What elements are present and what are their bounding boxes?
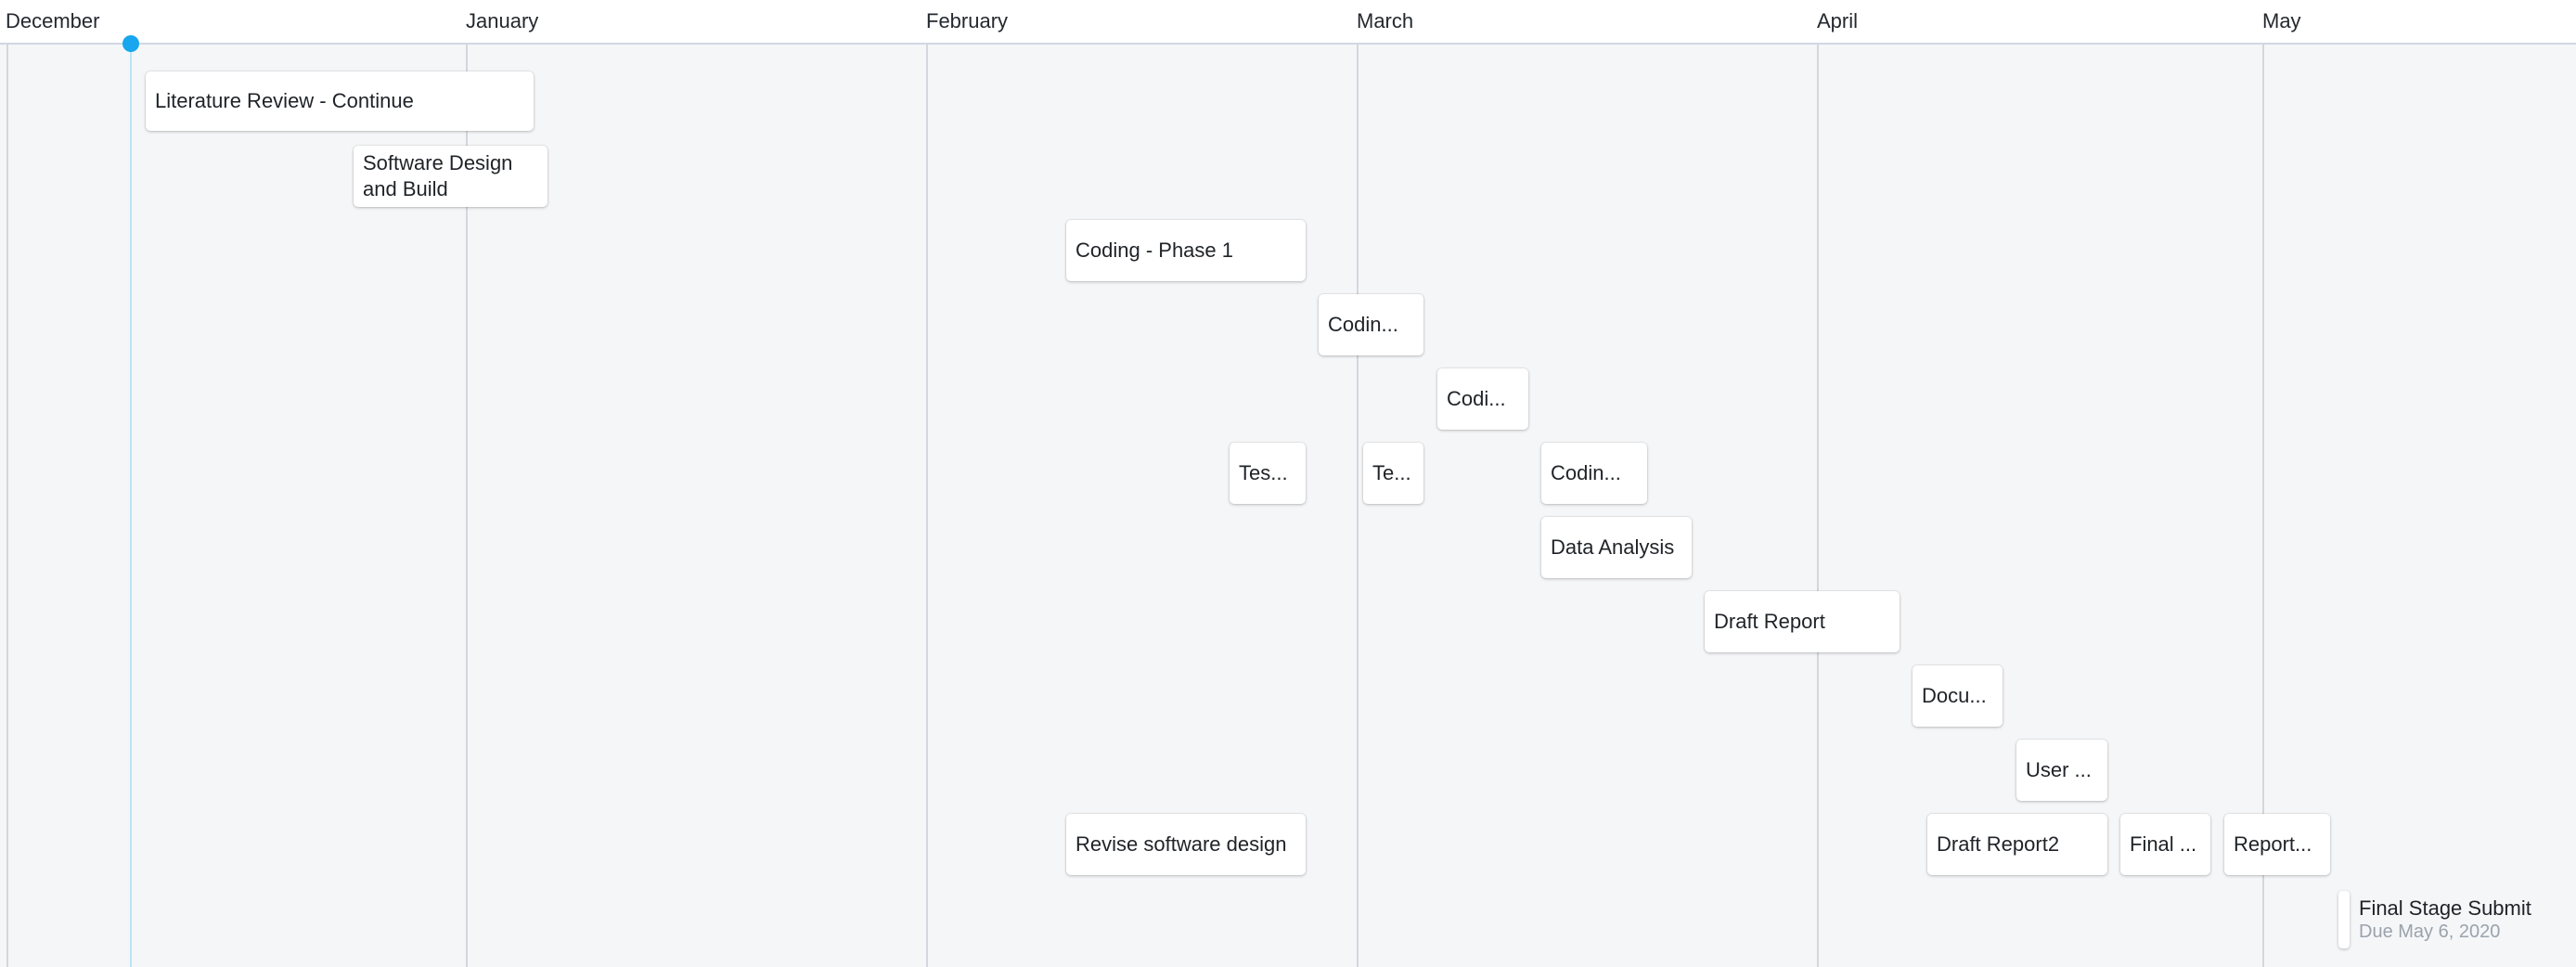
- task-card-revise-software-design[interactable]: Revise software design: [1066, 814, 1306, 875]
- task-card-data-analysis[interactable]: Data Analysis: [1541, 517, 1692, 578]
- task-card-coding-phase-1[interactable]: Coding - Phase 1: [1066, 220, 1306, 281]
- task-card-documentation[interactable]: Docu...: [1913, 665, 2003, 727]
- task-label: Codin...: [1328, 313, 1398, 336]
- month-label-february: February: [926, 9, 1009, 32]
- task-label: Codi...: [1447, 387, 1506, 410]
- timeline-header: December January February March April Ma…: [0, 0, 2576, 45]
- today-marker-dot[interactable]: [122, 35, 139, 52]
- month-label-march: March: [1357, 9, 1414, 32]
- task-label: Data Analysis: [1551, 535, 1675, 559]
- task-label: Final ...: [2130, 832, 2197, 856]
- task-card-draft-report2[interactable]: Draft Report2: [1927, 814, 2107, 875]
- task-card-literature-review[interactable]: Literature Review - Continue: [146, 71, 534, 131]
- task-label: Coding - Phase 1: [1075, 239, 1233, 262]
- today-marker-line: [130, 43, 132, 967]
- task-card-final[interactable]: Final ...: [2120, 814, 2210, 875]
- task-label: Docu...: [1922, 684, 1987, 707]
- month-gridline-december: [6, 43, 8, 967]
- month-label-january: January: [466, 9, 539, 32]
- month-gridline-may: [2262, 43, 2264, 967]
- task-label: Report...: [2234, 832, 2312, 856]
- task-card-report[interactable]: Report...: [2224, 814, 2330, 875]
- month-gridline-january: [466, 43, 468, 967]
- task-card-coding-3[interactable]: Codi...: [1437, 368, 1528, 430]
- task-label: Tes...: [1239, 461, 1288, 484]
- milestone-marker[interactable]: [2338, 891, 2350, 948]
- task-label: Software Design and Build: [363, 151, 513, 200]
- month-gridline-february: [926, 43, 928, 967]
- task-card-software-design[interactable]: Software Design and Build: [354, 146, 547, 207]
- task-label: Revise software design: [1075, 832, 1287, 856]
- month-label-december: December: [6, 9, 100, 32]
- month-gridline-april: [1817, 43, 1819, 967]
- month-gridline-march: [1357, 43, 1359, 967]
- task-card-draft-report[interactable]: Draft Report: [1705, 591, 1900, 652]
- task-card-testing-1[interactable]: Tes...: [1230, 443, 1306, 504]
- task-card-coding-2[interactable]: Codin...: [1319, 294, 1423, 355]
- milestone-due-date: Due May 6, 2020: [2359, 922, 2501, 942]
- task-label: Te...: [1372, 461, 1411, 484]
- task-label: Draft Report: [1714, 610, 1825, 633]
- month-label-april: April: [1817, 9, 1859, 32]
- milestone-title[interactable]: Final Stage Submit: [2359, 896, 2531, 920]
- task-card-coding-4[interactable]: Codin...: [1541, 443, 1647, 504]
- task-label: Codin...: [1551, 461, 1621, 484]
- task-label: Literature Review - Continue: [155, 89, 414, 112]
- task-label: User ...: [2026, 758, 2092, 781]
- month-label-may: May: [2262, 9, 2301, 32]
- task-label: Draft Report2: [1937, 832, 2060, 856]
- task-card-user-testing[interactable]: User ...: [2016, 740, 2107, 801]
- task-card-testing-2[interactable]: Te...: [1363, 443, 1423, 504]
